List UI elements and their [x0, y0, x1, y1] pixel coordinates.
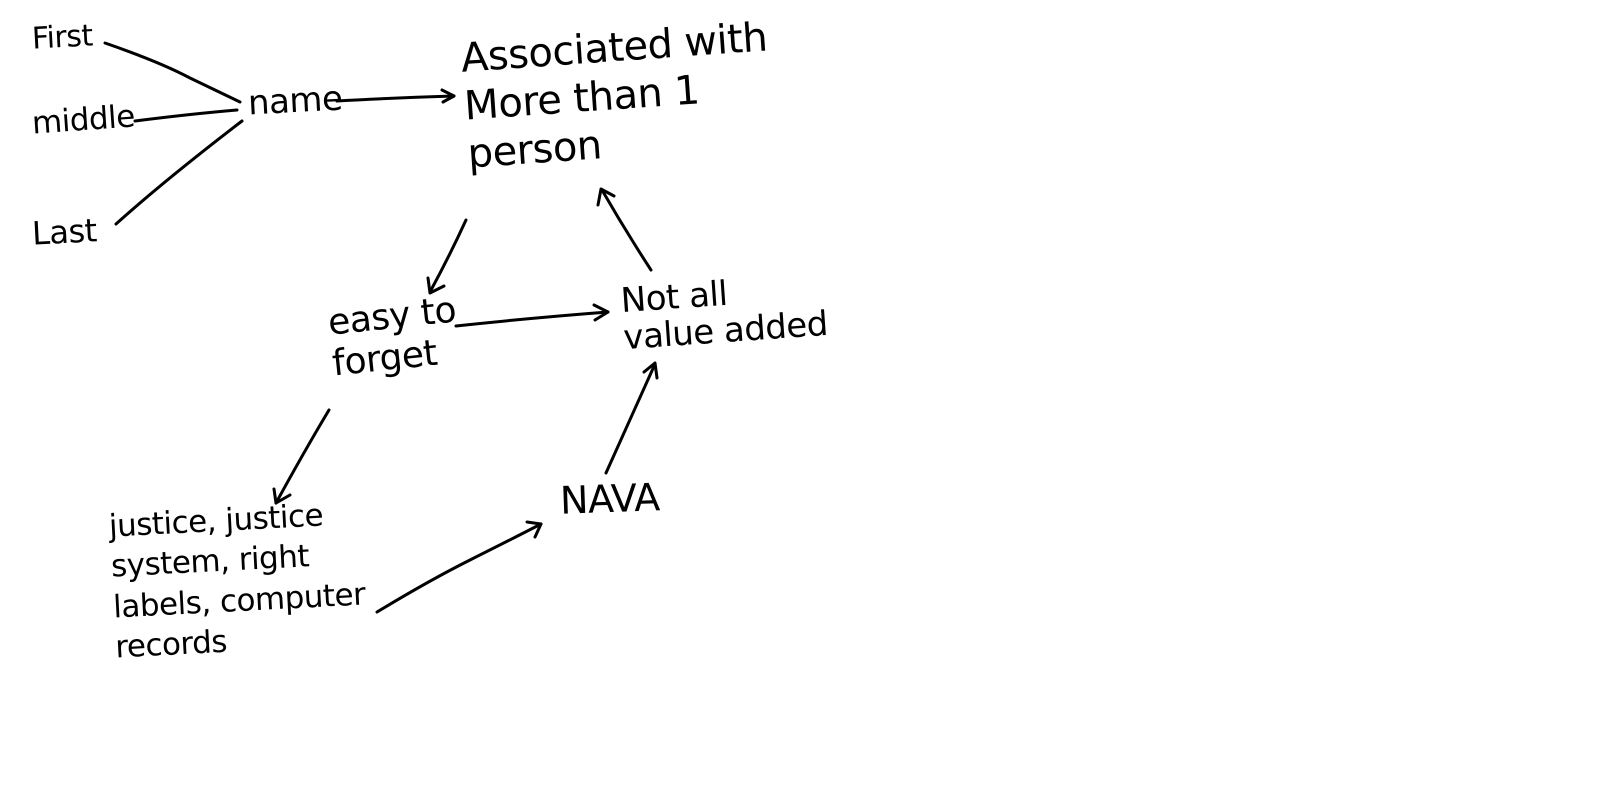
- edge-associated-easy: [428, 218, 468, 294]
- arrowhead-justice-nava: [525, 520, 543, 539]
- edge-notall-associated: [600, 188, 653, 272]
- node-nava: NAVA: [559, 475, 661, 523]
- node-associated-with-more-than-one-person: Associated with More than 1 person: [459, 14, 769, 178]
- node-justice-labels-records: justice, justice system, right labels, c…: [108, 497, 367, 666]
- arrowhead-nava-notall: [642, 361, 659, 380]
- edge-middle-name: [133, 108, 239, 123]
- edge-easy-justice: [274, 408, 331, 505]
- edge-name-associated: [335, 94, 456, 103]
- edge-last-name: [114, 119, 244, 226]
- node-not-all-value-added: Not all value added: [619, 273, 830, 359]
- node-easy-to-forget: easy to forget: [326, 289, 458, 385]
- node-name: name: [246, 78, 344, 124]
- edge-first-name: [103, 41, 242, 104]
- edge-easy-notall: [454, 310, 610, 328]
- arrowhead-easy-justice: [272, 487, 292, 505]
- edge-nava-notall: [604, 362, 657, 475]
- arrowhead-easy-notall: [592, 303, 610, 322]
- arrowhead-associated-easy: [426, 276, 446, 295]
- node-first: First: [31, 18, 94, 57]
- arrowhead-notall-associated: [596, 187, 616, 207]
- node-last: Last: [31, 211, 98, 253]
- arrowhead-name-associated: [440, 88, 456, 104]
- node-middle: middle: [30, 98, 136, 142]
- edge-justice-nava: [375, 522, 543, 614]
